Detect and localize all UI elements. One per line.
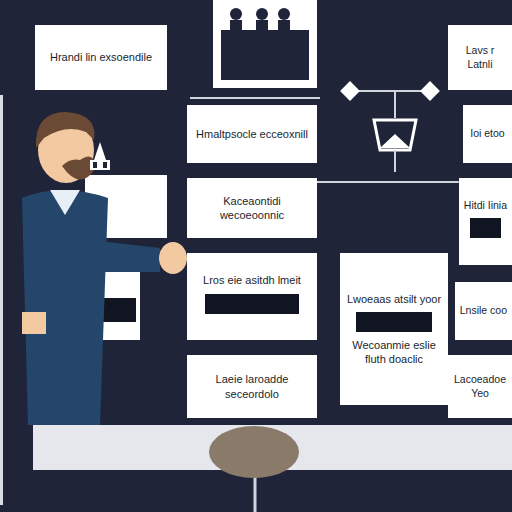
black-bar [470,218,500,238]
lamp-icon [340,81,440,172]
box-text: Lnsile coo [460,304,507,318]
box-body-text: Wecoanmie eslie fluth doaclic [346,338,442,367]
box-text: Kaceaontidi wecoeoonnic [193,194,311,223]
process-box: Lnsile coo [455,282,512,340]
box-text: Ioi etoo [470,127,504,141]
box-text: Lacoeadoe Yeo [453,373,507,400]
process-box: Hmaltpsocle ecceoxnill [187,105,317,163]
blob-shape [209,426,299,478]
process-box: Hrandi lin exsoendile [35,25,167,90]
process-box: Hitdi Iinia [459,178,512,265]
box-text: Hrandi lin exsoendile [50,50,152,64]
black-bar [356,312,433,332]
process-box: Lros eie asitdh lmeit [187,253,317,340]
process-box: Ioi etoo [463,105,512,163]
process-box: Laeie laroadde seceordolo [187,355,317,418]
connector [317,181,459,183]
process-box: Lwoeaas atsilt yoorWecoanmie eslie fluth… [340,253,448,405]
box-text: Lwoeaas atsilt yoor [347,292,441,306]
presenter-figure [22,112,187,425]
divider-line [190,97,320,99]
edge-strip [0,95,3,505]
box-text: Lavs r Latnli [453,44,507,71]
box-text: Laeie laroadde seceordolo [193,372,311,401]
box-text: Lros eie asitdh lmeit [203,273,301,287]
process-box: Kaceaontidi wecoeoonnic [187,178,317,238]
black-bar [205,294,299,314]
monitor-icon [213,0,317,88]
box-text: Hmaltpsocle ecceoxnill [196,127,308,141]
process-box: Lacoeadoe Yeo [448,355,512,418]
process-box: Lavs r Latnli [448,25,512,90]
box-text: Hitdi Iinia [464,199,507,213]
